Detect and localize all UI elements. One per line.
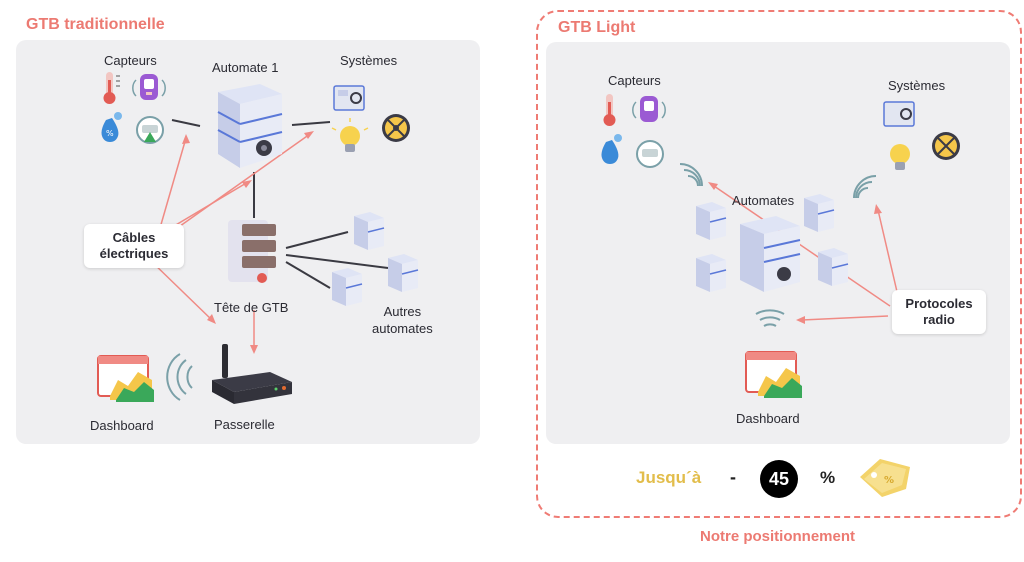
right-systems-icons	[883, 101, 960, 170]
left-dashboard-icon	[97, 355, 154, 402]
right-dashed-frame	[536, 10, 1022, 518]
autres-automates-icons	[332, 212, 419, 306]
left-panel-title: GTB traditionnelle	[26, 16, 165, 33]
fan-icon	[932, 132, 960, 160]
right-panel-title: GTB Light	[558, 19, 636, 36]
automate-1-server-icon	[217, 84, 283, 168]
left-label-autres-line2: automates	[372, 321, 433, 336]
thermometer-icon	[103, 72, 120, 104]
svg-text:%: %	[106, 129, 114, 138]
small-server-icon	[332, 268, 363, 306]
cables-callout: Câbles électriques	[84, 224, 184, 268]
right-label-systemes: Systèmes	[888, 78, 946, 93]
small-server-icon	[388, 254, 419, 292]
left-systems-icons	[331, 85, 410, 152]
svg-text:%: %	[884, 475, 894, 486]
savings-unit: %	[820, 468, 836, 487]
sensor-device-icon	[132, 74, 166, 100]
left-sensors-icons: %	[101, 72, 166, 144]
cables-line2: électriques	[99, 246, 169, 261]
left-label-tete: Tête de GTB	[214, 300, 289, 315]
radio-wave-icon	[679, 163, 703, 187]
left-label-autres-line1: Autres	[383, 304, 422, 319]
small-server-icon	[354, 212, 385, 250]
sensor-device-icon	[632, 96, 666, 122]
small-server-icon	[696, 254, 727, 292]
tete-gtb-server-icon	[228, 220, 276, 283]
left-label-systemes: Systèmes	[340, 53, 398, 68]
left-label-autres: Autres automates	[372, 303, 433, 337]
humidity-icon: %	[101, 112, 122, 142]
savings-value-badge: 45	[760, 460, 798, 498]
left-label-capteurs: Capteurs	[104, 53, 157, 68]
right-label-automates: Automates	[732, 193, 795, 208]
meter-icon	[636, 140, 664, 168]
savings-prefix: Jusqu´à	[636, 468, 702, 487]
protocoles-callout: Protocoles radio	[892, 290, 986, 334]
right-label-dashboard: Dashboard	[736, 411, 800, 426]
main-server-icon	[740, 216, 801, 292]
small-server-icon	[818, 248, 849, 286]
right-sensors-icons	[601, 94, 666, 168]
left-label-dashboard: Dashboard	[90, 418, 154, 433]
radio-wave-icon	[853, 175, 877, 199]
automates-cluster-icon	[696, 194, 849, 292]
humidity-icon	[601, 134, 622, 164]
small-server-icon	[804, 194, 835, 232]
lightbulb-icon	[890, 144, 910, 170]
left-label-automate: Automate 1	[212, 60, 279, 75]
price-tag-icon: %	[860, 459, 910, 497]
protocoles-line1: Protocoles	[905, 296, 973, 311]
boiler-icon	[333, 85, 365, 111]
lightbulb-icon	[331, 118, 369, 152]
right-label-capteurs: Capteurs	[608, 73, 661, 88]
fan-icon	[382, 114, 410, 142]
radio-wave-icon	[755, 309, 785, 327]
boiler-icon	[883, 101, 915, 127]
cables-line1: Câbles	[112, 230, 156, 245]
thermometer-icon	[603, 94, 616, 126]
right-dashboard-icon	[745, 351, 802, 398]
savings-dash: -	[730, 467, 736, 487]
left-label-passerelle: Passerelle	[214, 417, 275, 432]
caption-notre-positionnement: Notre positionnement	[700, 528, 856, 545]
small-server-icon	[696, 202, 727, 240]
passerelle-gateway-icon	[212, 344, 292, 404]
meter-icon	[136, 116, 164, 144]
protocoles-line2: radio	[923, 312, 955, 327]
